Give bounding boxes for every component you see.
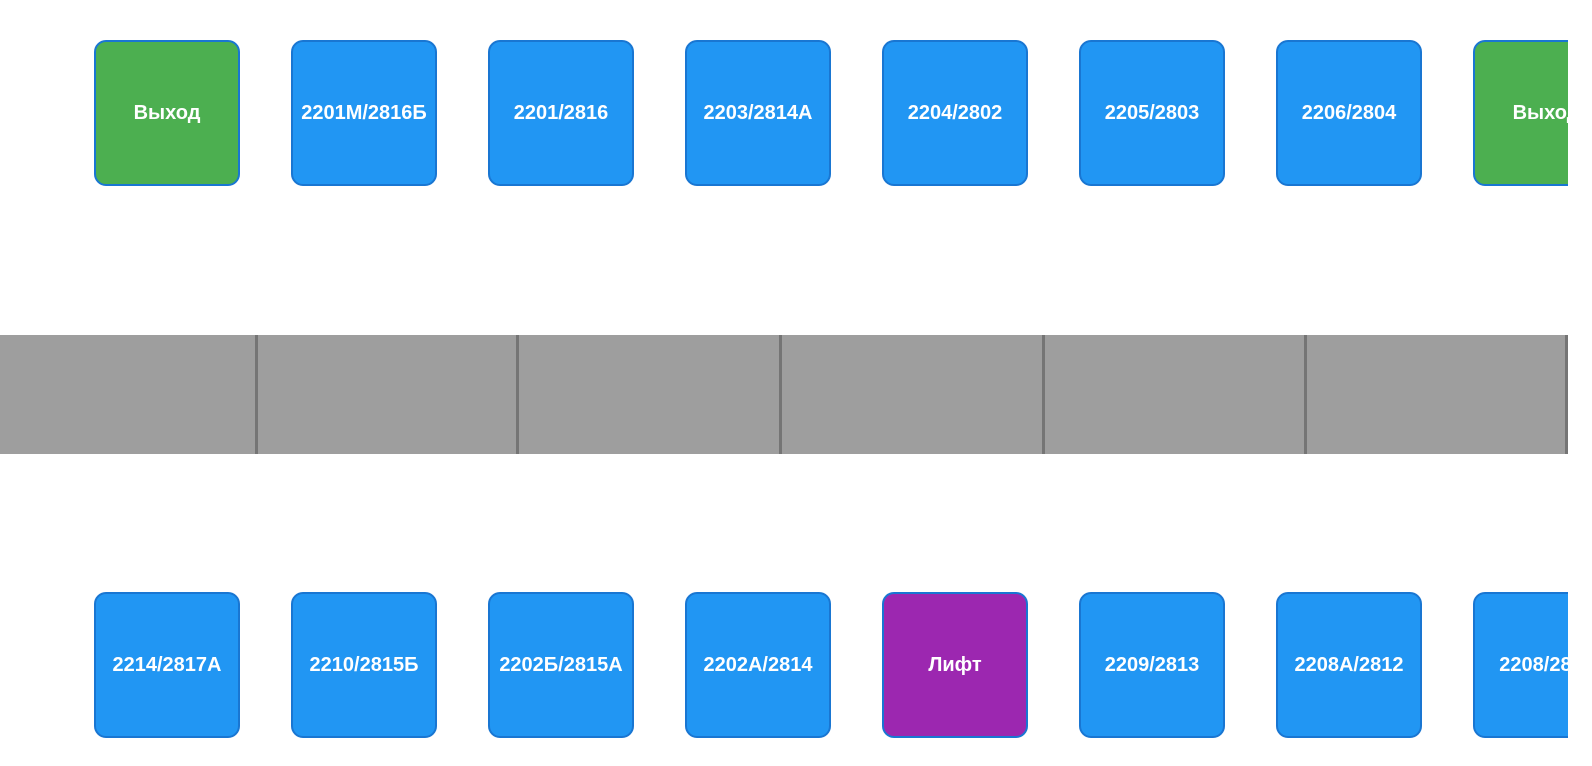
room-label: Лифт bbox=[928, 653, 982, 676]
room-label: 2201/2816 bbox=[513, 101, 609, 124]
corridor-divider bbox=[255, 335, 258, 454]
room-label: 2206/2804 bbox=[1301, 101, 1397, 124]
corridor-divider bbox=[779, 335, 782, 454]
bottom-room-row: 2214/2817А 2210/2815Б 2202Б/2815А 2202А/… bbox=[0, 592, 1568, 738]
room-label: 2205/2803 bbox=[1104, 101, 1200, 124]
room-label: 2204/2802 bbox=[907, 101, 1003, 124]
corridor-divider bbox=[1565, 335, 1568, 454]
corridor-divider bbox=[516, 335, 519, 454]
corridor bbox=[0, 335, 1568, 454]
room-top-3[interactable]: 2201/2816 bbox=[488, 40, 634, 186]
room-label: 2202А/2814 bbox=[703, 653, 813, 676]
room-top-2[interactable]: 2201М/2816Б bbox=[291, 40, 437, 186]
room-bottom-2[interactable]: 2210/2815Б bbox=[291, 592, 437, 738]
room-label: 2202Б/2815А bbox=[499, 653, 623, 676]
room-bottom-5[interactable]: Лифт bbox=[882, 592, 1028, 738]
corridor-divider bbox=[1304, 335, 1307, 454]
room-top-5[interactable]: 2204/2802 bbox=[882, 40, 1028, 186]
room-bottom-8[interactable]: 2208/2811 bbox=[1473, 592, 1568, 738]
corridor-divider bbox=[1042, 335, 1045, 454]
room-top-6[interactable]: 2205/2803 bbox=[1079, 40, 1225, 186]
room-label: Выход bbox=[1512, 101, 1568, 124]
room-label: 2214/2817А bbox=[112, 653, 222, 676]
room-bottom-4[interactable]: 2202А/2814 bbox=[685, 592, 831, 738]
room-bottom-6[interactable]: 2209/2813 bbox=[1079, 592, 1225, 738]
room-top-4[interactable]: 2203/2814А bbox=[685, 40, 831, 186]
room-label: 2208/2811 bbox=[1499, 653, 1568, 676]
room-label: 2208А/2812 bbox=[1294, 653, 1404, 676]
room-bottom-1[interactable]: 2214/2817А bbox=[94, 592, 240, 738]
room-label: 2210/2815Б bbox=[309, 653, 419, 676]
room-top-1[interactable]: Выход bbox=[94, 40, 240, 186]
page-margin bbox=[1568, 0, 1592, 766]
room-label: 2201М/2816Б bbox=[301, 101, 427, 124]
room-label: Выход bbox=[133, 101, 201, 124]
room-top-7[interactable]: 2206/2804 bbox=[1276, 40, 1422, 186]
room-top-8[interactable]: Выход bbox=[1473, 40, 1568, 186]
room-label: 2203/2814А bbox=[703, 101, 813, 124]
room-bottom-3[interactable]: 2202Б/2815А bbox=[488, 592, 634, 738]
room-label: 2209/2813 bbox=[1104, 653, 1200, 676]
top-room-row: Выход 2201М/2816Б 2201/2816 2203/2814А 2… bbox=[0, 40, 1568, 186]
room-bottom-7[interactable]: 2208А/2812 bbox=[1276, 592, 1422, 738]
